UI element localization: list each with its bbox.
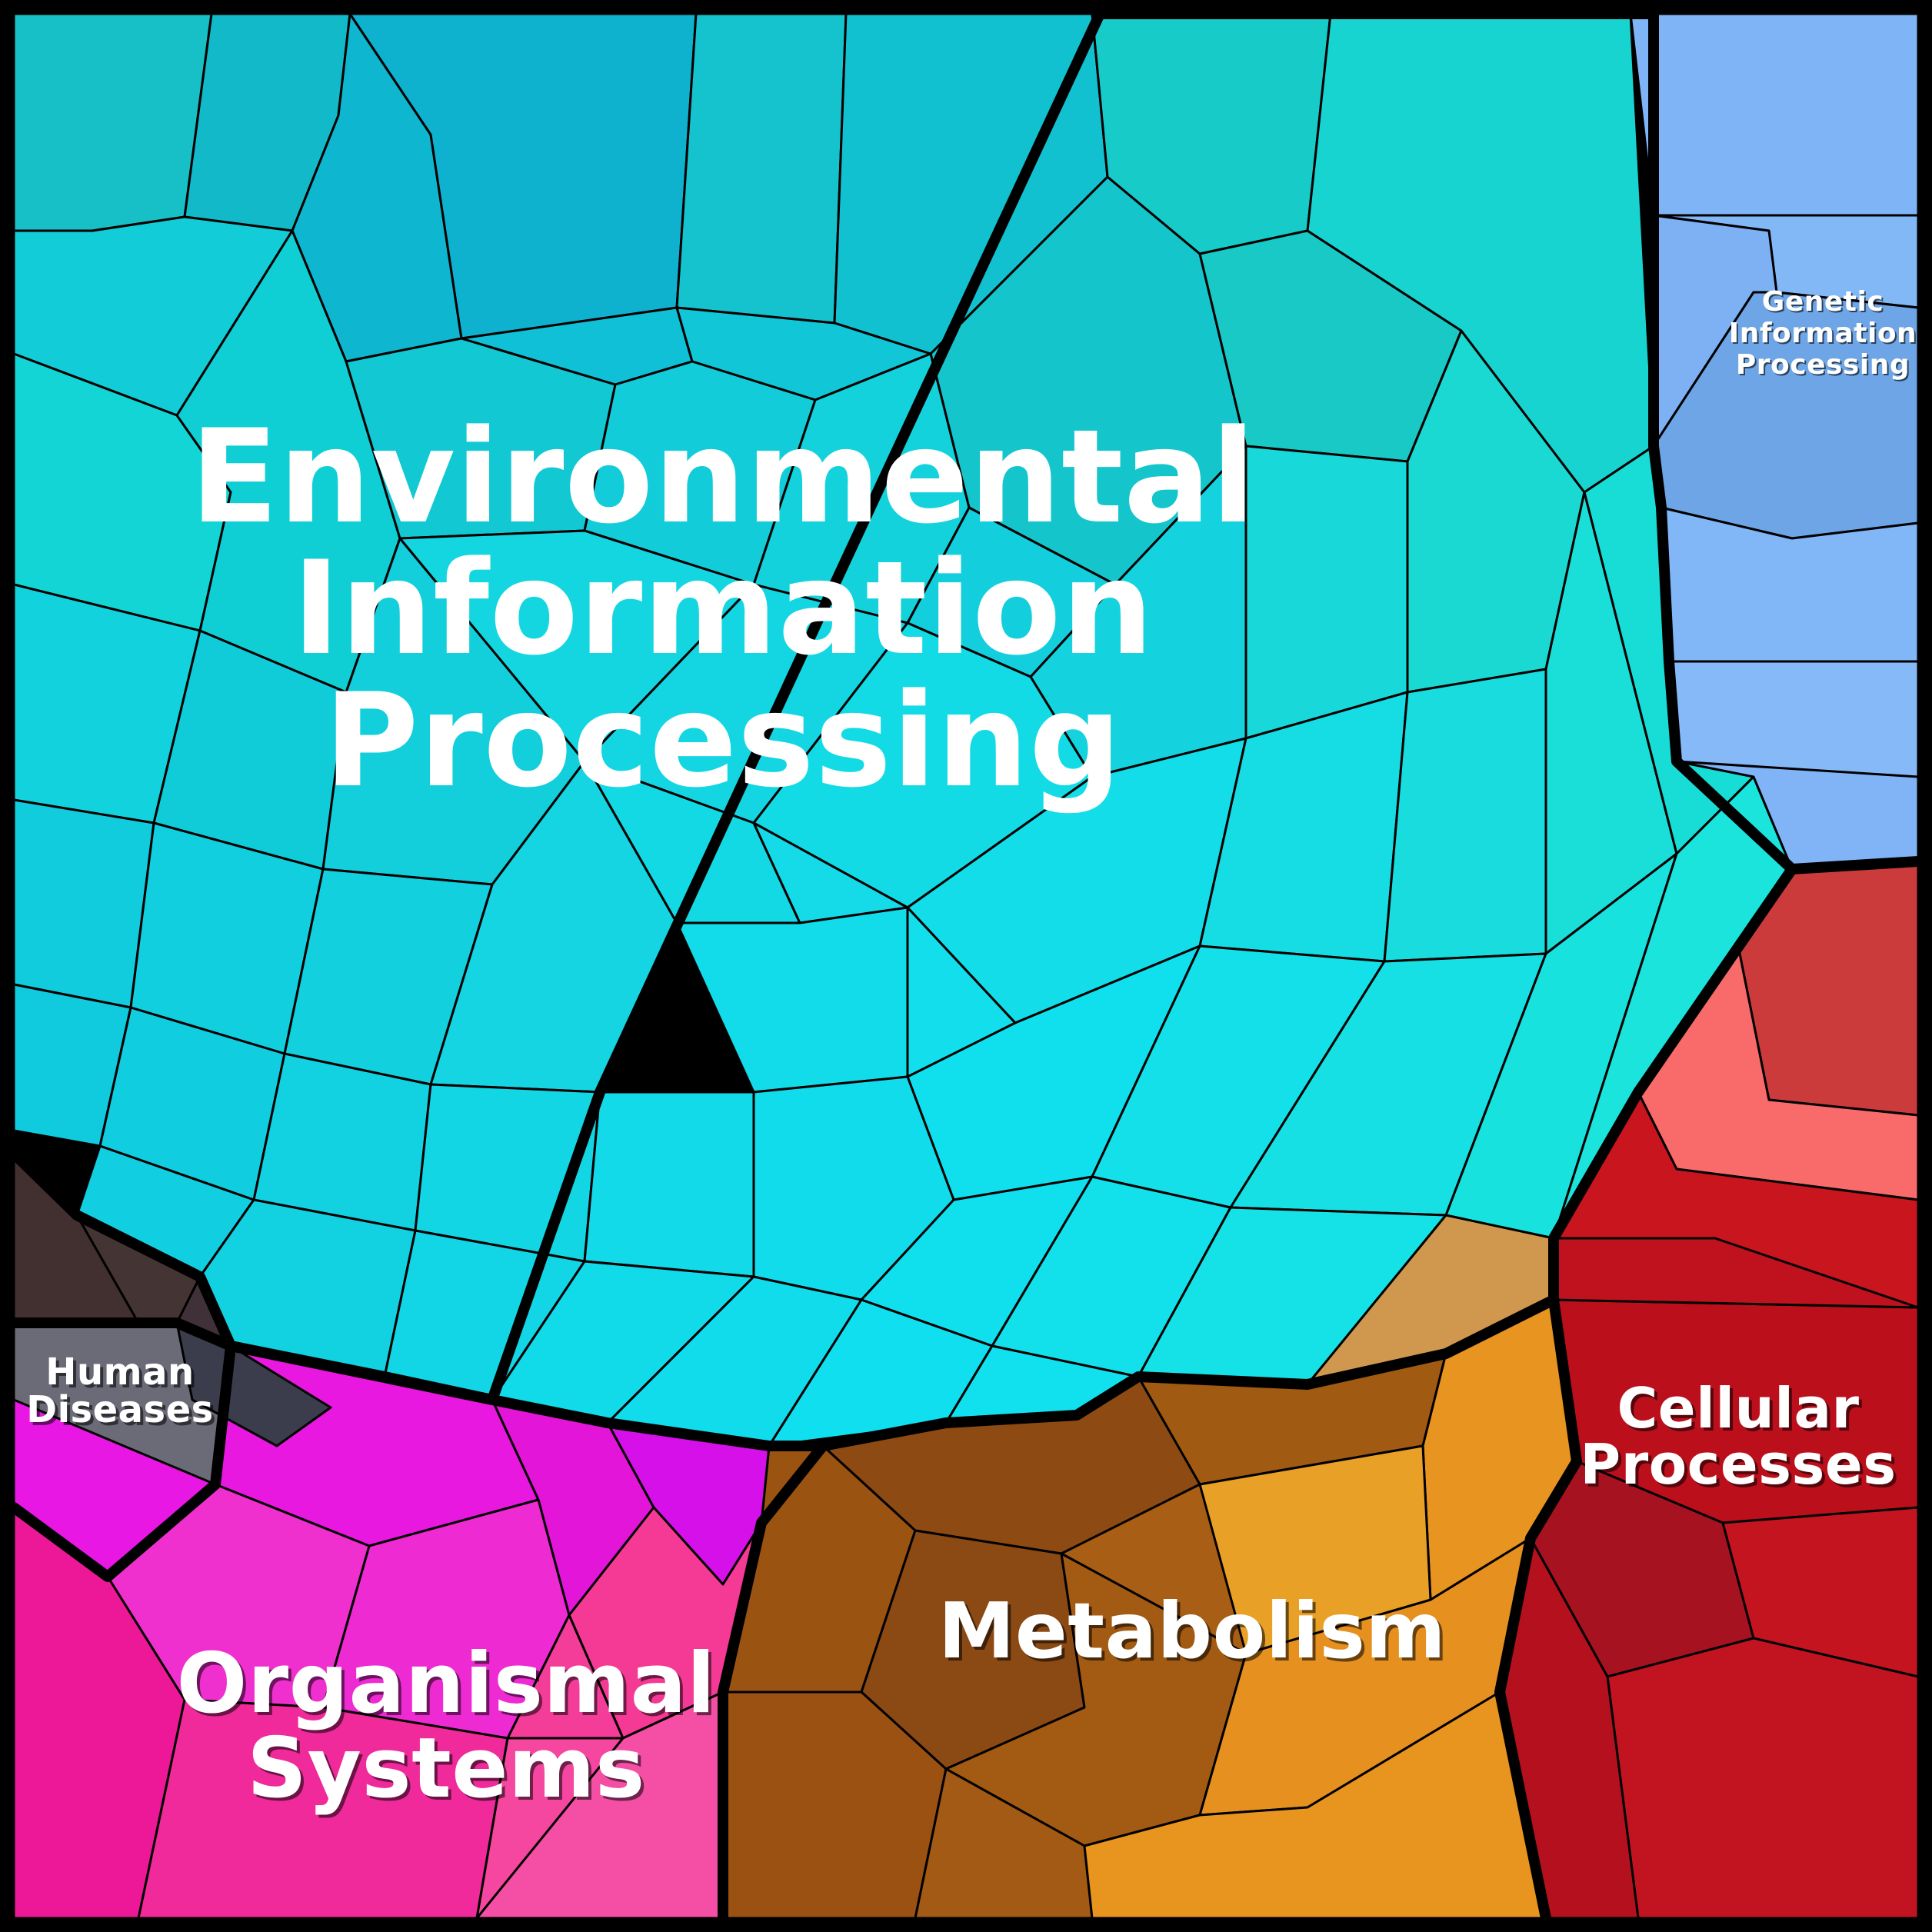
cell[interactable]: [1629, 12, 1920, 232]
boundary-metabolism-cellular: [1494, 1294, 1582, 1924]
boundary-eip-metabolism: [818, 1294, 1559, 1451]
cell[interactable]: [1198, 1444, 1432, 1655]
cell[interactable]: [1244, 445, 1409, 740]
cell[interactable]: [675, 12, 848, 325]
boundary-eip-organismal: [225, 1341, 828, 1451]
boundary-humandiseases-internal: [133, 1317, 236, 1351]
boundary-humandiseases-organismal: [8, 1341, 236, 1582]
cell[interactable]: [583, 1091, 755, 1278]
boundary-gip-cellular: [1787, 856, 1924, 874]
cell[interactable]: [1667, 660, 1920, 778]
cell[interactable]: [506, 1614, 625, 1740]
cell[interactable]: [1383, 668, 1547, 963]
cell[interactable]: [137, 1698, 509, 1920]
cell[interactable]: [12, 12, 213, 232]
group-human-diseases[interactable]: [12, 1152, 332, 1486]
boundary-organismal-metabolism: [718, 1441, 828, 1924]
group-metabolism[interactable]: [621, 1214, 1578, 1920]
cell[interactable]: [12, 798, 155, 1009]
group-genetic-information-processing[interactable]: [1629, 12, 1920, 871]
boundary-eip-humandiseases: [8, 1148, 236, 1351]
cell[interactable]: [1606, 1637, 1920, 1920]
boundary-eip-cellular: [1548, 864, 1797, 1305]
